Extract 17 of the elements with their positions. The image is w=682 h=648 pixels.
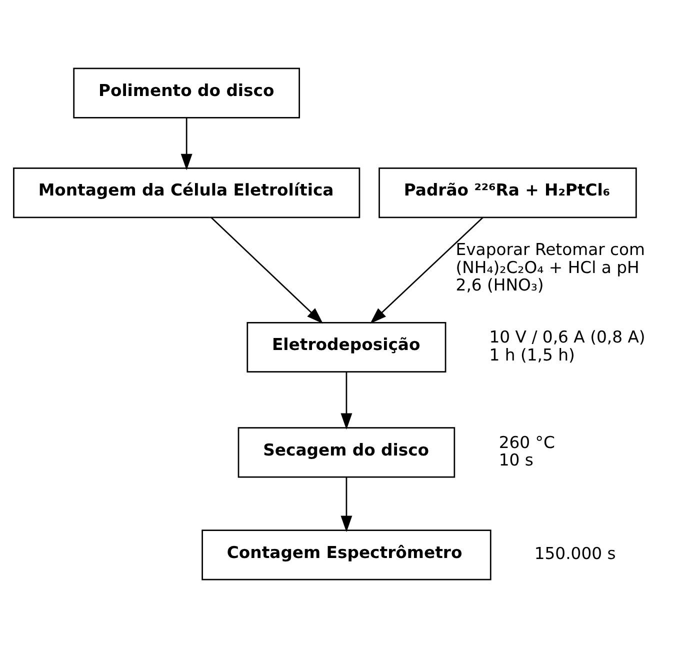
node-label: 260 °C (498, 432, 555, 452)
node-box: Polimento do disco (73, 68, 300, 118)
node-label: 10 s (498, 450, 534, 470)
node-box: Secagem do disco (238, 427, 456, 478)
node-box: Contagem Espectrômetro (202, 530, 492, 580)
arrow (340, 477, 352, 532)
arrow (370, 217, 484, 324)
node-box: Eletrodeposição (246, 322, 446, 372)
arrow (210, 217, 324, 324)
node-label: 150.000 s (534, 544, 616, 564)
node-box: Montagem da Célula Eletrolítica (13, 168, 360, 218)
node-label: 1 h (1,5 h) (489, 345, 575, 364)
arrow (340, 372, 352, 430)
node-box: Padrão ²²⁶Ra + H₂PtCl₆ (378, 168, 637, 218)
node-label: 10 V / 0,6 A (0,8 A) (489, 328, 646, 347)
edge-label: Evaporar Retomar com (NH₄)₂C₂O₄ + HCl a pH 2,6 (HNO₃) (456, 240, 646, 295)
arrow (180, 118, 192, 170)
